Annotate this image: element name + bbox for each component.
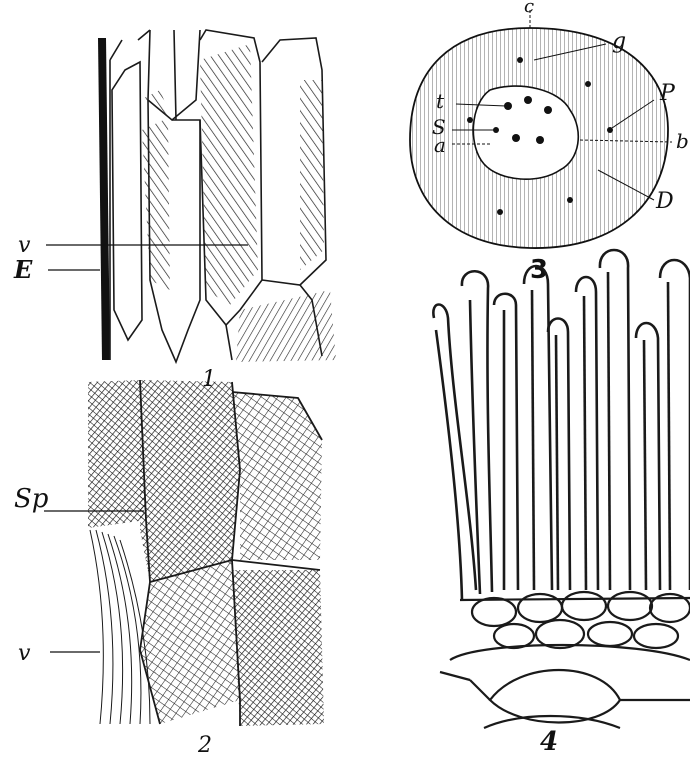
fig3-label-t: t: [436, 89, 445, 113]
fig2-cell-lower-right: [232, 570, 324, 726]
fig1-hatch-cell-5: [236, 290, 336, 362]
fig2-fibers: [90, 530, 150, 724]
fig2-cell-sp: [140, 380, 240, 582]
fig3-label-d: D: [655, 189, 674, 214]
fig1-label-E: E: [13, 255, 33, 284]
fig2-label-sp: Sp: [14, 484, 49, 514]
figure-1-longitudinal-section: v E 1: [13, 30, 336, 392]
fig2-top-left-mesh: [88, 380, 146, 528]
fig4-elongated-cells: [433, 250, 690, 600]
fig2-cell-lower-middle: [140, 560, 240, 724]
fig3-label-p: P: [659, 81, 676, 106]
fig1-hatch-cell-3: [200, 44, 258, 305]
fig1-hatch-cell-1: [140, 90, 172, 120]
fig1-hatch-cell-4: [300, 80, 324, 270]
epidermis-band: [98, 38, 110, 360]
fig4-number: 4: [540, 727, 558, 757]
fig1-hatch-cell-2: [142, 118, 170, 290]
fig3-label-c: c: [524, 0, 534, 17]
figure-3-cross-section: c g t P S b a D 3: [410, 0, 689, 285]
figure-4-palisade-cells: 4: [433, 250, 690, 757]
fig2-number: 2: [197, 733, 212, 758]
fig3-label-b: b: [676, 129, 689, 153]
fig3-label-g: g: [612, 29, 626, 54]
fig2-label-v: v: [18, 641, 31, 666]
figure-2-spiral-cells: Sp v 2: [14, 380, 324, 758]
fig3-label-a: a: [434, 133, 446, 157]
fig4-base-cells: [440, 592, 690, 728]
